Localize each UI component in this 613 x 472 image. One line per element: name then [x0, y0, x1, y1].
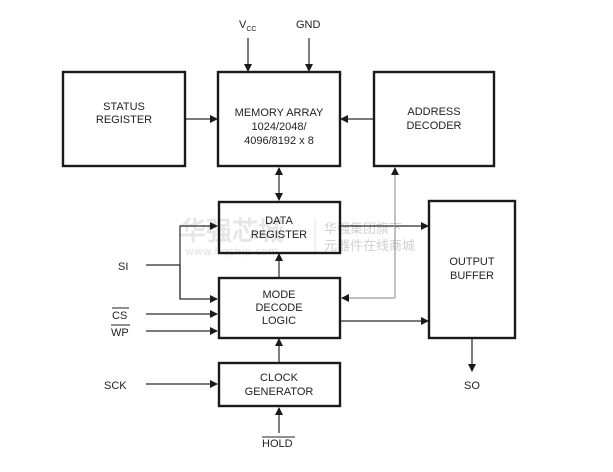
- hold-label: HOLD: [262, 438, 293, 450]
- watermark-line2: 元器件在线商城: [324, 239, 415, 254]
- watermark-url: www.hqchip.com: [185, 245, 278, 258]
- output-buffer-label-2: BUFFER: [450, 270, 494, 282]
- gnd-label: GND: [296, 19, 321, 31]
- clock-generator-label-2: GENERATOR: [245, 386, 314, 398]
- so-label: SO: [464, 380, 480, 392]
- status-register-label-2: REGISTER: [96, 114, 152, 126]
- address-decoder-label-2: DECODER: [406, 120, 461, 132]
- status-register-block: STATUS REGISTER: [61, 70, 187, 168]
- mode-decode-label-3: LOGIC: [262, 315, 296, 327]
- output-buffer-block: OUTPUT BUFFER: [427, 199, 517, 340]
- mode-decode-logic-block: MODE DECODE LOGIC: [217, 276, 342, 340]
- pin-labels: VCC GND SI CS WP SCK HOLD SO: [104, 19, 480, 450]
- watermark-logo: 华强芯城: [180, 216, 284, 247]
- sck-label: SCK: [104, 380, 127, 392]
- si-label: SI: [118, 261, 128, 273]
- memory-array-label-1: MEMORY ARRAY: [235, 107, 324, 119]
- watermark: 华强芯城 www.hqchip.com 华强集团旗下 元器件在线商城: [180, 216, 415, 258]
- clock-generator-label-1: CLOCK: [260, 372, 299, 384]
- memory-array-block: MEMORY ARRAY 1024/2048/ 4096/8192 x 8: [216, 70, 342, 168]
- wp-label: WP: [111, 327, 129, 339]
- data-register-label-1: DATA: [265, 215, 293, 227]
- address-decoder-label-1: ADDRESS: [407, 106, 460, 118]
- cs-label: CS: [112, 310, 127, 322]
- vcc-label: VCC: [239, 19, 256, 33]
- si-to-mode-decode-wire: [179, 265, 218, 303]
- memory-array-label-2: 1024/2048/: [251, 121, 307, 133]
- status-register-label-1: STATUS: [103, 101, 145, 113]
- mode-decode-label-2: DECODE: [255, 302, 302, 314]
- address-decoder-block: ADDRESS DECODER: [372, 70, 496, 168]
- output-buffer-label-1: OUTPUT: [449, 256, 495, 268]
- data-register-block: DATA REGISTER: [217, 200, 342, 255]
- data-register-label-2: REGISTER: [251, 229, 307, 241]
- clock-generator-block: CLOCK GENERATOR: [217, 361, 342, 408]
- wires: [146, 38, 476, 433]
- watermark-line1: 华强集团旗下: [324, 221, 402, 237]
- memory-array-label-3: 4096/8192 x 8: [244, 135, 314, 147]
- mode-decode-label-1: MODE: [263, 289, 296, 301]
